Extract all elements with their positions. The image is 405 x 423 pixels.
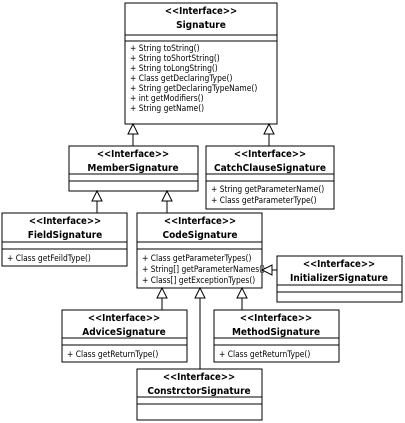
class-catch-clause-signature: <<Interface>> CatchClauseSignature + Str…	[205, 145, 335, 210]
class-name: InitializerSignature	[290, 273, 388, 284]
method-item: + String getDeclaringTypeName()	[130, 83, 257, 93]
method-item: + String getName()	[130, 103, 204, 113]
class-method-signature: <<Interface>> MethodSignature + Class ge…	[213, 309, 340, 363]
method-item: + String[] getParameterNames()	[142, 264, 265, 274]
class-name: MemberSignature	[87, 163, 178, 174]
class-name: ConstrctorSignature	[147, 386, 250, 397]
generalization-arrowhead	[127, 122, 139, 135]
class-field-signature: <<Interface>> FieldSignature + Class get…	[1, 212, 128, 267]
stereotype-label: <<Interface>>	[234, 149, 306, 160]
class-signature: <<Interface>> Signature + String toStrin…	[124, 2, 278, 125]
generalization-arrowhead	[236, 286, 248, 299]
method-item: + Class[] getExceptionTypes()	[142, 275, 255, 285]
method-item: + String toString()	[130, 43, 200, 53]
method-item: + Class getParameterTypes()	[142, 253, 251, 263]
method-item: + Class getReturnType()	[219, 349, 310, 359]
class-name: MethodSignature	[232, 327, 320, 338]
method-item: + String getParameterName()	[211, 184, 324, 194]
stereotype-label: <<Interface>>	[163, 372, 235, 383]
class-initializer-signature: <<Interface>> InitializerSignature	[276, 255, 403, 303]
class-name: Signature	[176, 20, 226, 31]
generalization-arrowhead	[263, 122, 275, 135]
class-name: CodeSignature	[162, 230, 237, 241]
class-constructor-signature: <<Interface>> ConstrctorSignature	[136, 368, 263, 421]
stereotype-label: <<Interface>>	[240, 313, 312, 324]
generalization-arrowhead	[260, 264, 273, 276]
arrowheads	[91, 122, 275, 299]
generalization-arrowhead	[161, 189, 173, 202]
method-item: + Class getParameterType()	[211, 195, 317, 205]
method-item: + String toShortString()	[130, 53, 220, 63]
method-item: + int getModifiers()	[130, 93, 204, 103]
stereotype-label: <<Interface>>	[303, 259, 375, 270]
stereotype-label: <<Interface>>	[164, 216, 236, 227]
method-item: + String toLongString()	[130, 63, 218, 73]
stereotype-label: <<Interface>>	[29, 216, 101, 227]
class-advice-signature: <<Interface>> AdviceSignature + Class ge…	[61, 309, 188, 363]
class-name: CatchClauseSignature	[214, 163, 326, 174]
stereotype-label: <<Interface>>	[88, 313, 160, 324]
class-member-signature: <<Interface>> MemberSignature	[68, 145, 199, 192]
stereotype-label: <<Interface>>	[97, 149, 169, 160]
method-item: + Class getReturnType()	[67, 349, 158, 359]
method-item: + Class getFeildType()	[7, 253, 91, 263]
method-item: + Class getDeclaringType()	[130, 73, 232, 83]
generalization-arrowhead	[194, 286, 206, 299]
stereotype-label: <<Interface>>	[165, 6, 237, 17]
generalization-arrowhead	[156, 286, 168, 299]
class-code-signature: <<Interface>> CodeSignature + Class getP…	[136, 212, 265, 289]
class-name: AdviceSignature	[82, 327, 166, 338]
class-name: FieldSignature	[28, 230, 103, 241]
generalization-arrowhead	[91, 189, 103, 202]
